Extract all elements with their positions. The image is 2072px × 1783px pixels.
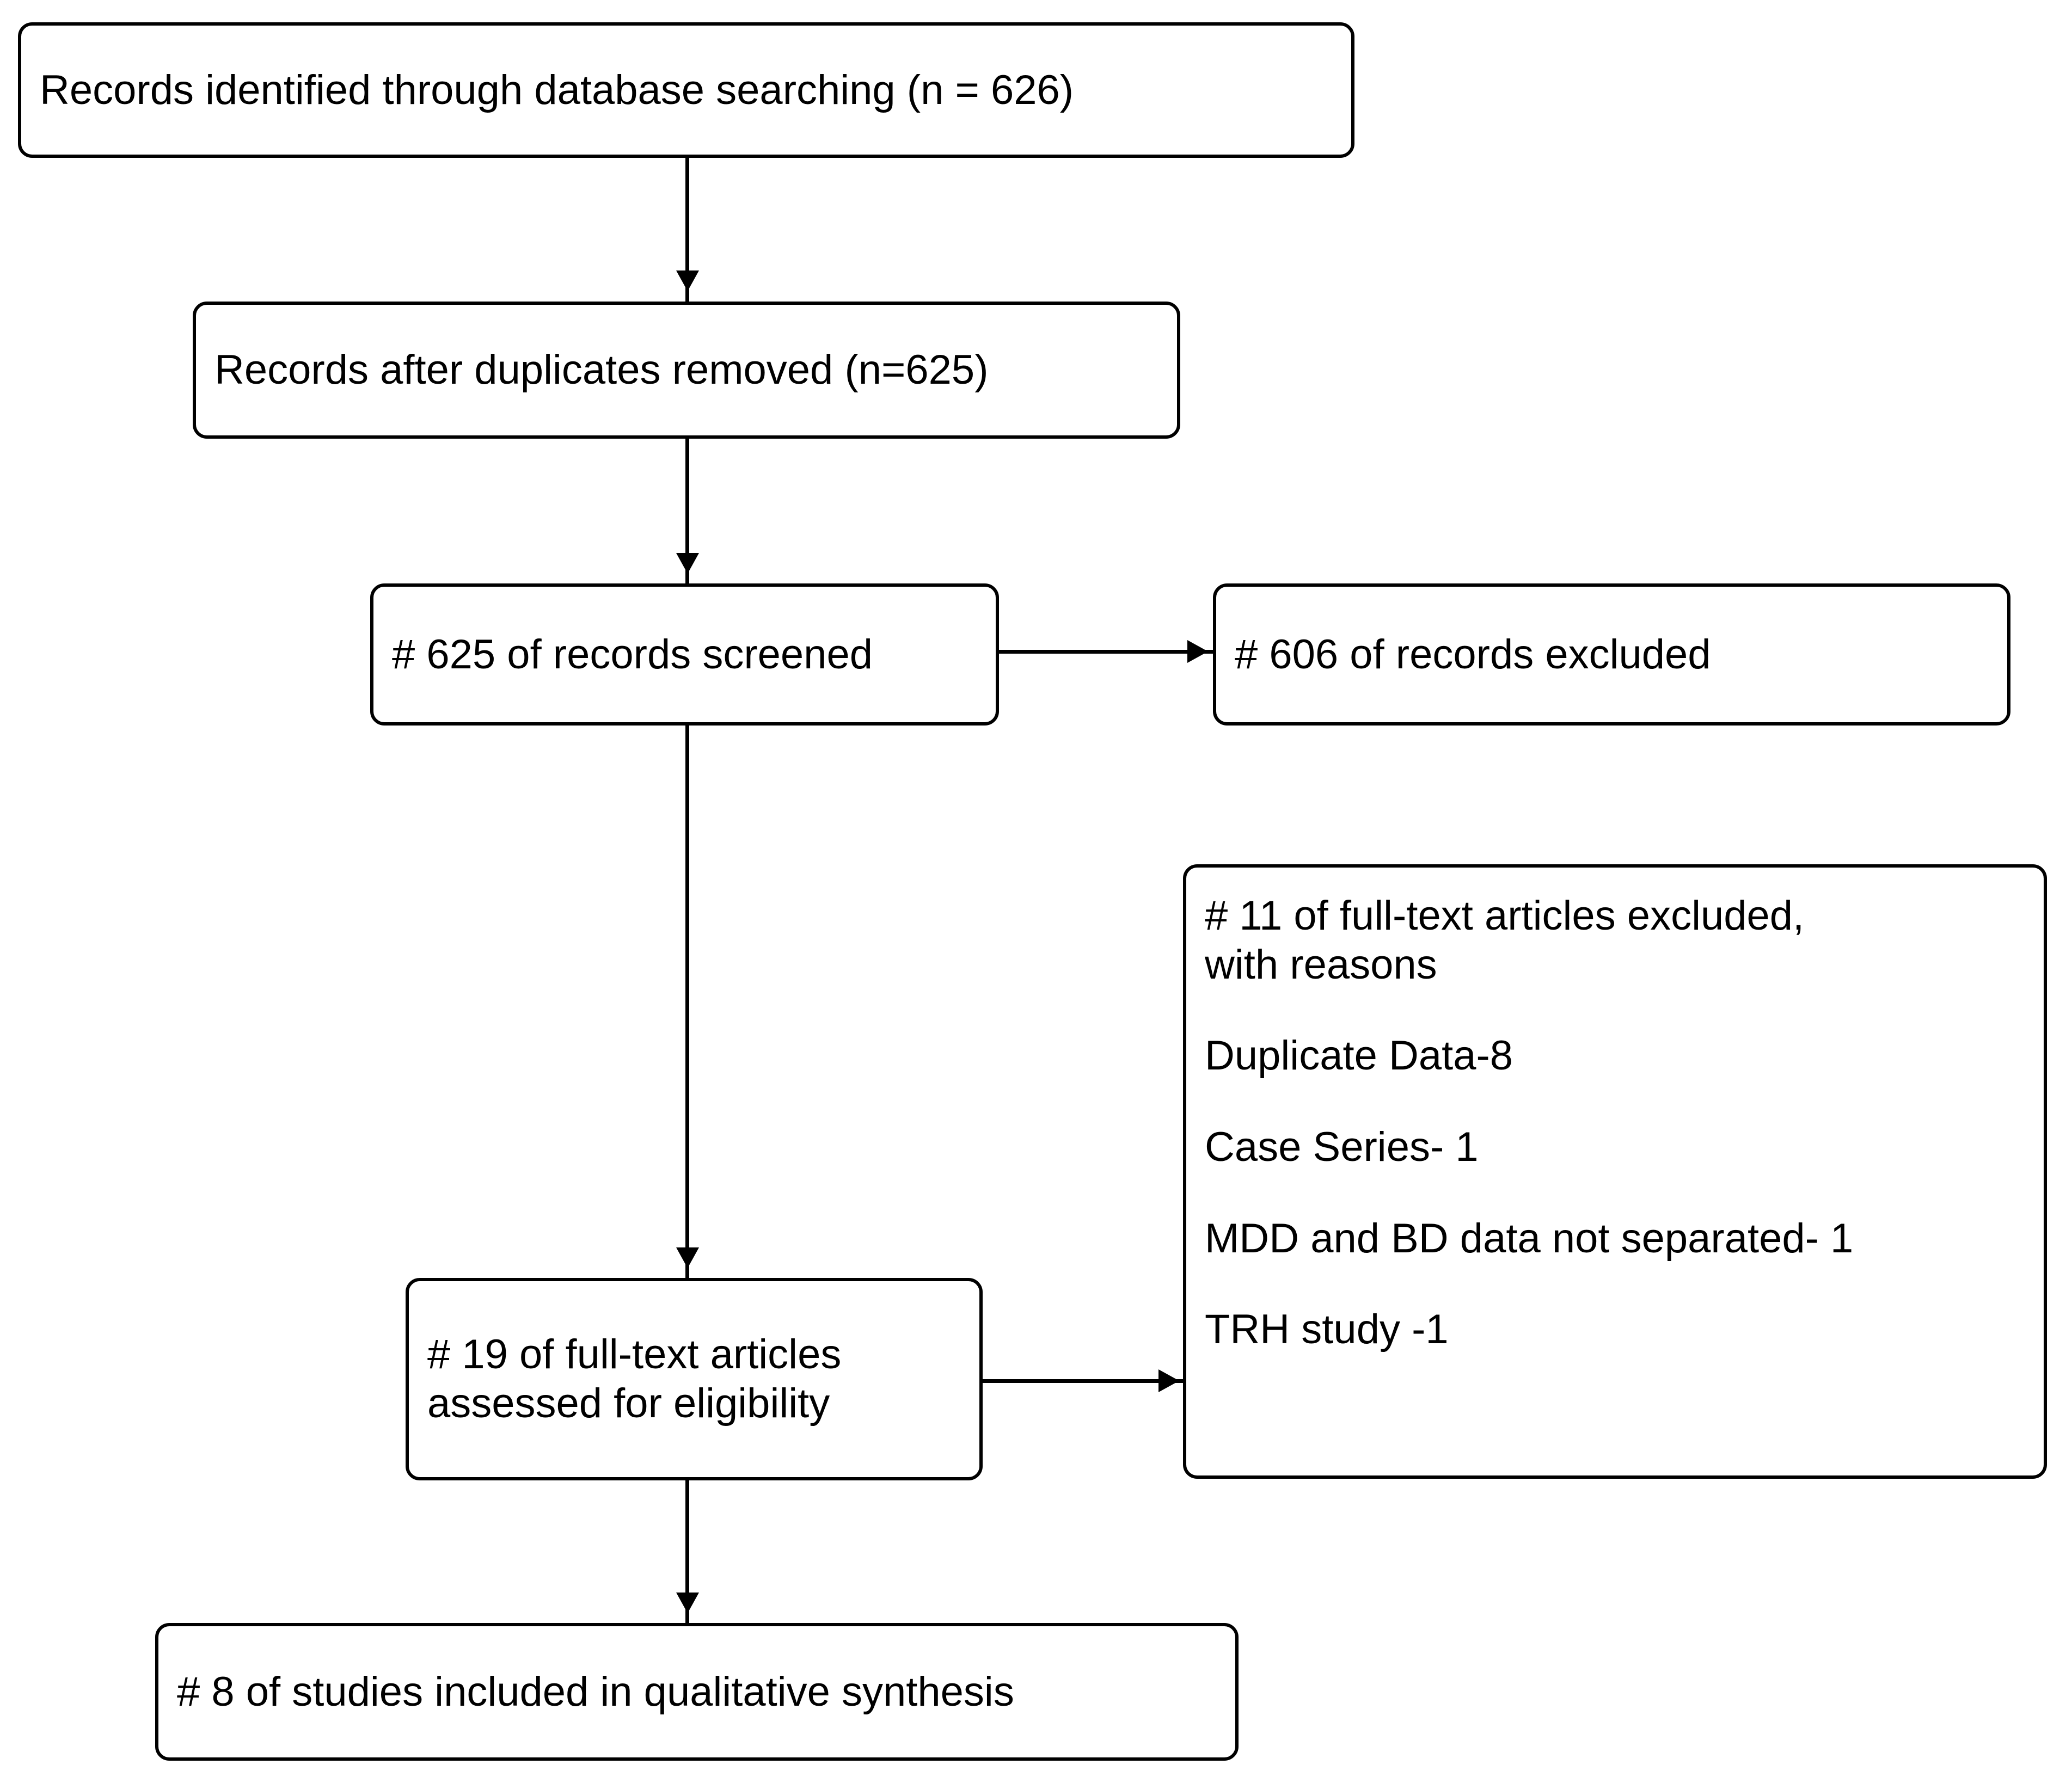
arrow-identified-to-deduplicated-line <box>685 158 689 302</box>
reason-duplicate-data: Duplicate Data-8 <box>1205 1032 1513 1079</box>
arrow-deduplicated-to-screened-head <box>676 553 699 574</box>
records-identified-box[interactable]: Records identified through database sear… <box>18 22 1354 158</box>
records-after-duplicates-box[interactable]: Records after duplicates removed (n=625) <box>193 302 1180 439</box>
studies-included-box[interactable]: # 8 of studies included in qualitative s… <box>155 1623 1239 1761</box>
full-text-excluded-reasons-box[interactable]: # 11 of full-text articles excluded, wit… <box>1183 864 2047 1479</box>
arrow-screened-to-excluded-line <box>999 650 1213 654</box>
arrow-eligibility-to-included-line <box>685 1480 689 1623</box>
full-text-assessed-label: # 19 of full-text articles assessed for … <box>427 1331 842 1427</box>
records-excluded-label: # 606 of records excluded <box>1235 631 1711 678</box>
arrow-screened-to-eligibility-head <box>676 1247 699 1268</box>
arrow-eligibility-to-reasons-line <box>983 1379 1184 1383</box>
studies-included-label: # 8 of studies included in qualitative s… <box>177 1668 1014 1715</box>
full-text-assessed-box[interactable]: # 19 of full-text articles assessed for … <box>406 1278 983 1480</box>
arrow-identified-to-deduplicated-head <box>676 270 699 291</box>
records-after-duplicates-label: Records after duplicates removed (n=625) <box>214 347 989 394</box>
records-identified-label: Records identified through database sear… <box>40 66 1074 113</box>
arrow-deduplicated-to-screened-line <box>685 439 689 583</box>
reasons-heading: # 11 of full-text articles excluded, wit… <box>1205 893 1805 988</box>
records-screened-label: # 625 of records screened <box>392 631 873 678</box>
records-screened-box[interactable]: # 625 of records screened <box>370 583 999 726</box>
reason-case-series: Case Series- 1 <box>1205 1124 1479 1171</box>
arrow-screened-to-eligibility-line <box>685 726 689 1278</box>
arrow-eligibility-to-included-head <box>676 1593 699 1613</box>
records-excluded-box[interactable]: # 606 of records excluded <box>1213 583 2010 726</box>
arrow-eligibility-to-reasons-head <box>1158 1369 1179 1392</box>
reason-mdd-bd-not-separated: MDD and BD data not separated- 1 <box>1205 1215 1854 1262</box>
reason-trh-study: TRH study -1 <box>1205 1306 1449 1353</box>
arrow-screened-to-excluded-head <box>1187 640 1208 663</box>
